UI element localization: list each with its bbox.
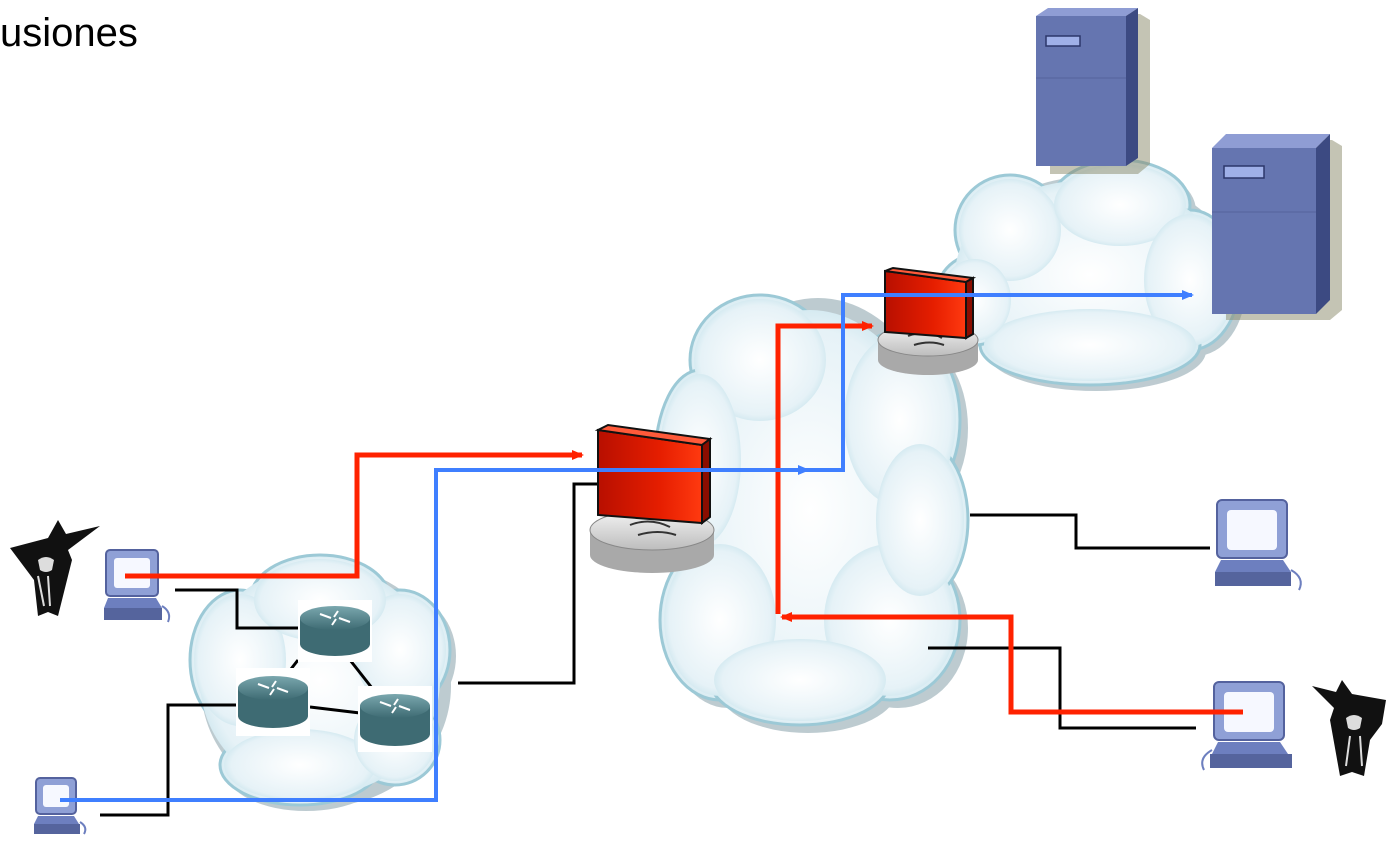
pc-icon [104, 549, 171, 623]
legit-path [60, 290, 1194, 802]
cloud-icon [188, 553, 456, 811]
firewall-router-icon [589, 423, 715, 573]
pc-icon [34, 777, 87, 835]
attack-path-2 [780, 612, 1243, 715]
slide-title: usiones [0, 11, 138, 55]
cloud-icon [933, 158, 1246, 391]
server-icon [1036, 8, 1150, 174]
router-icon [358, 686, 432, 752]
router-icon [236, 668, 310, 736]
cloud-icon [653, 293, 970, 733]
router-icon [298, 600, 372, 662]
firewall-router-icon [877, 266, 979, 375]
spy-icon [1312, 680, 1386, 776]
pc-icon [1201, 681, 1292, 771]
spy-icon [10, 520, 100, 616]
server-icon [1212, 134, 1342, 320]
attack-path-1 [125, 450, 584, 579]
attack-path-3 [775, 321, 874, 614]
pc-icon [1215, 499, 1302, 591]
network-links [100, 482, 1210, 817]
